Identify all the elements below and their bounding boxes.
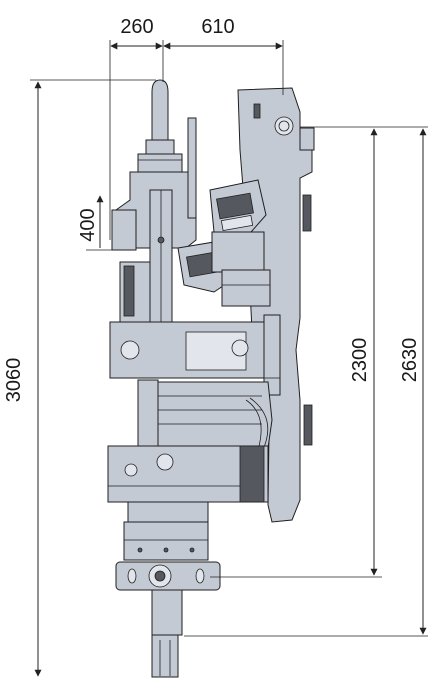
rotary-hook — [156, 453, 174, 471]
rotary-bolt — [124, 463, 138, 477]
frame-side-rail — [263, 314, 281, 396]
motor-housing-block — [211, 231, 265, 273]
dim-label-610: 610 — [201, 16, 234, 38]
guide-slot-lower — [303, 404, 313, 446]
guide-notch — [253, 103, 261, 119]
shaft-bolt-1 — [157, 236, 165, 244]
hose-loop — [245, 399, 262, 451]
dim-label-400: 400 — [77, 208, 99, 241]
cylinder-flange — [137, 153, 183, 173]
guide-pin — [274, 116, 294, 136]
coupling-slot-right — [195, 568, 205, 584]
gearbox — [139, 381, 273, 453]
frame-hook — [120, 340, 140, 360]
upper-bracket — [111, 209, 137, 251]
dim-label-3060: 3060 — [3, 358, 25, 403]
coupling-slot-left — [127, 568, 137, 584]
rotary-side — [239, 445, 265, 503]
dimension-lines — [30, 40, 428, 677]
lower-flange — [123, 521, 209, 561]
gear-block — [221, 269, 271, 307]
motor-upper — [209, 179, 267, 241]
vertical-rod — [187, 117, 197, 219]
guide-pin-inner — [278, 120, 290, 132]
output-shaft — [151, 589, 183, 636]
flange-bolt-3 — [189, 547, 195, 553]
top-cylinder — [151, 79, 169, 141]
guide-slot-upper — [302, 194, 312, 232]
output-tip — [151, 634, 179, 678]
coupling-core — [154, 570, 166, 582]
flange-bolt-2 — [163, 547, 169, 553]
rotary-neck — [127, 501, 209, 523]
gearbox-strut — [137, 379, 159, 451]
guide-top-block — [299, 127, 315, 151]
dim-label-260: 260 — [120, 16, 153, 38]
flange-bolt-1 — [137, 547, 143, 553]
dim-label-2300: 2300 — [349, 338, 371, 383]
left-column-inner — [123, 265, 135, 317]
dim-label-2630: 2630 — [399, 338, 421, 383]
cylinder-collar — [145, 139, 175, 155]
frame-pin — [231, 339, 249, 357]
machine-illustration — [107, 79, 315, 678]
